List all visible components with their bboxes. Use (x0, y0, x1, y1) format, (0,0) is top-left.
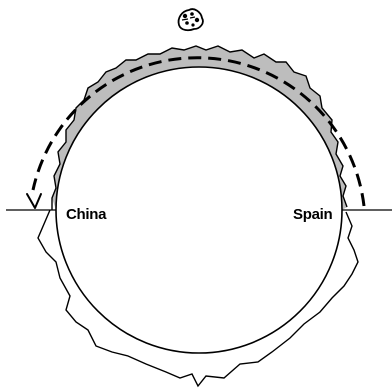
label-spain: Spain (293, 206, 332, 223)
crust-band (52, 46, 347, 210)
rock-chunk-icon (179, 9, 203, 30)
label-china: China (66, 206, 107, 223)
arrow-head-down-icon (27, 194, 41, 208)
crust-outline-top (52, 46, 347, 210)
dashed-travel-path (33, 58, 364, 206)
